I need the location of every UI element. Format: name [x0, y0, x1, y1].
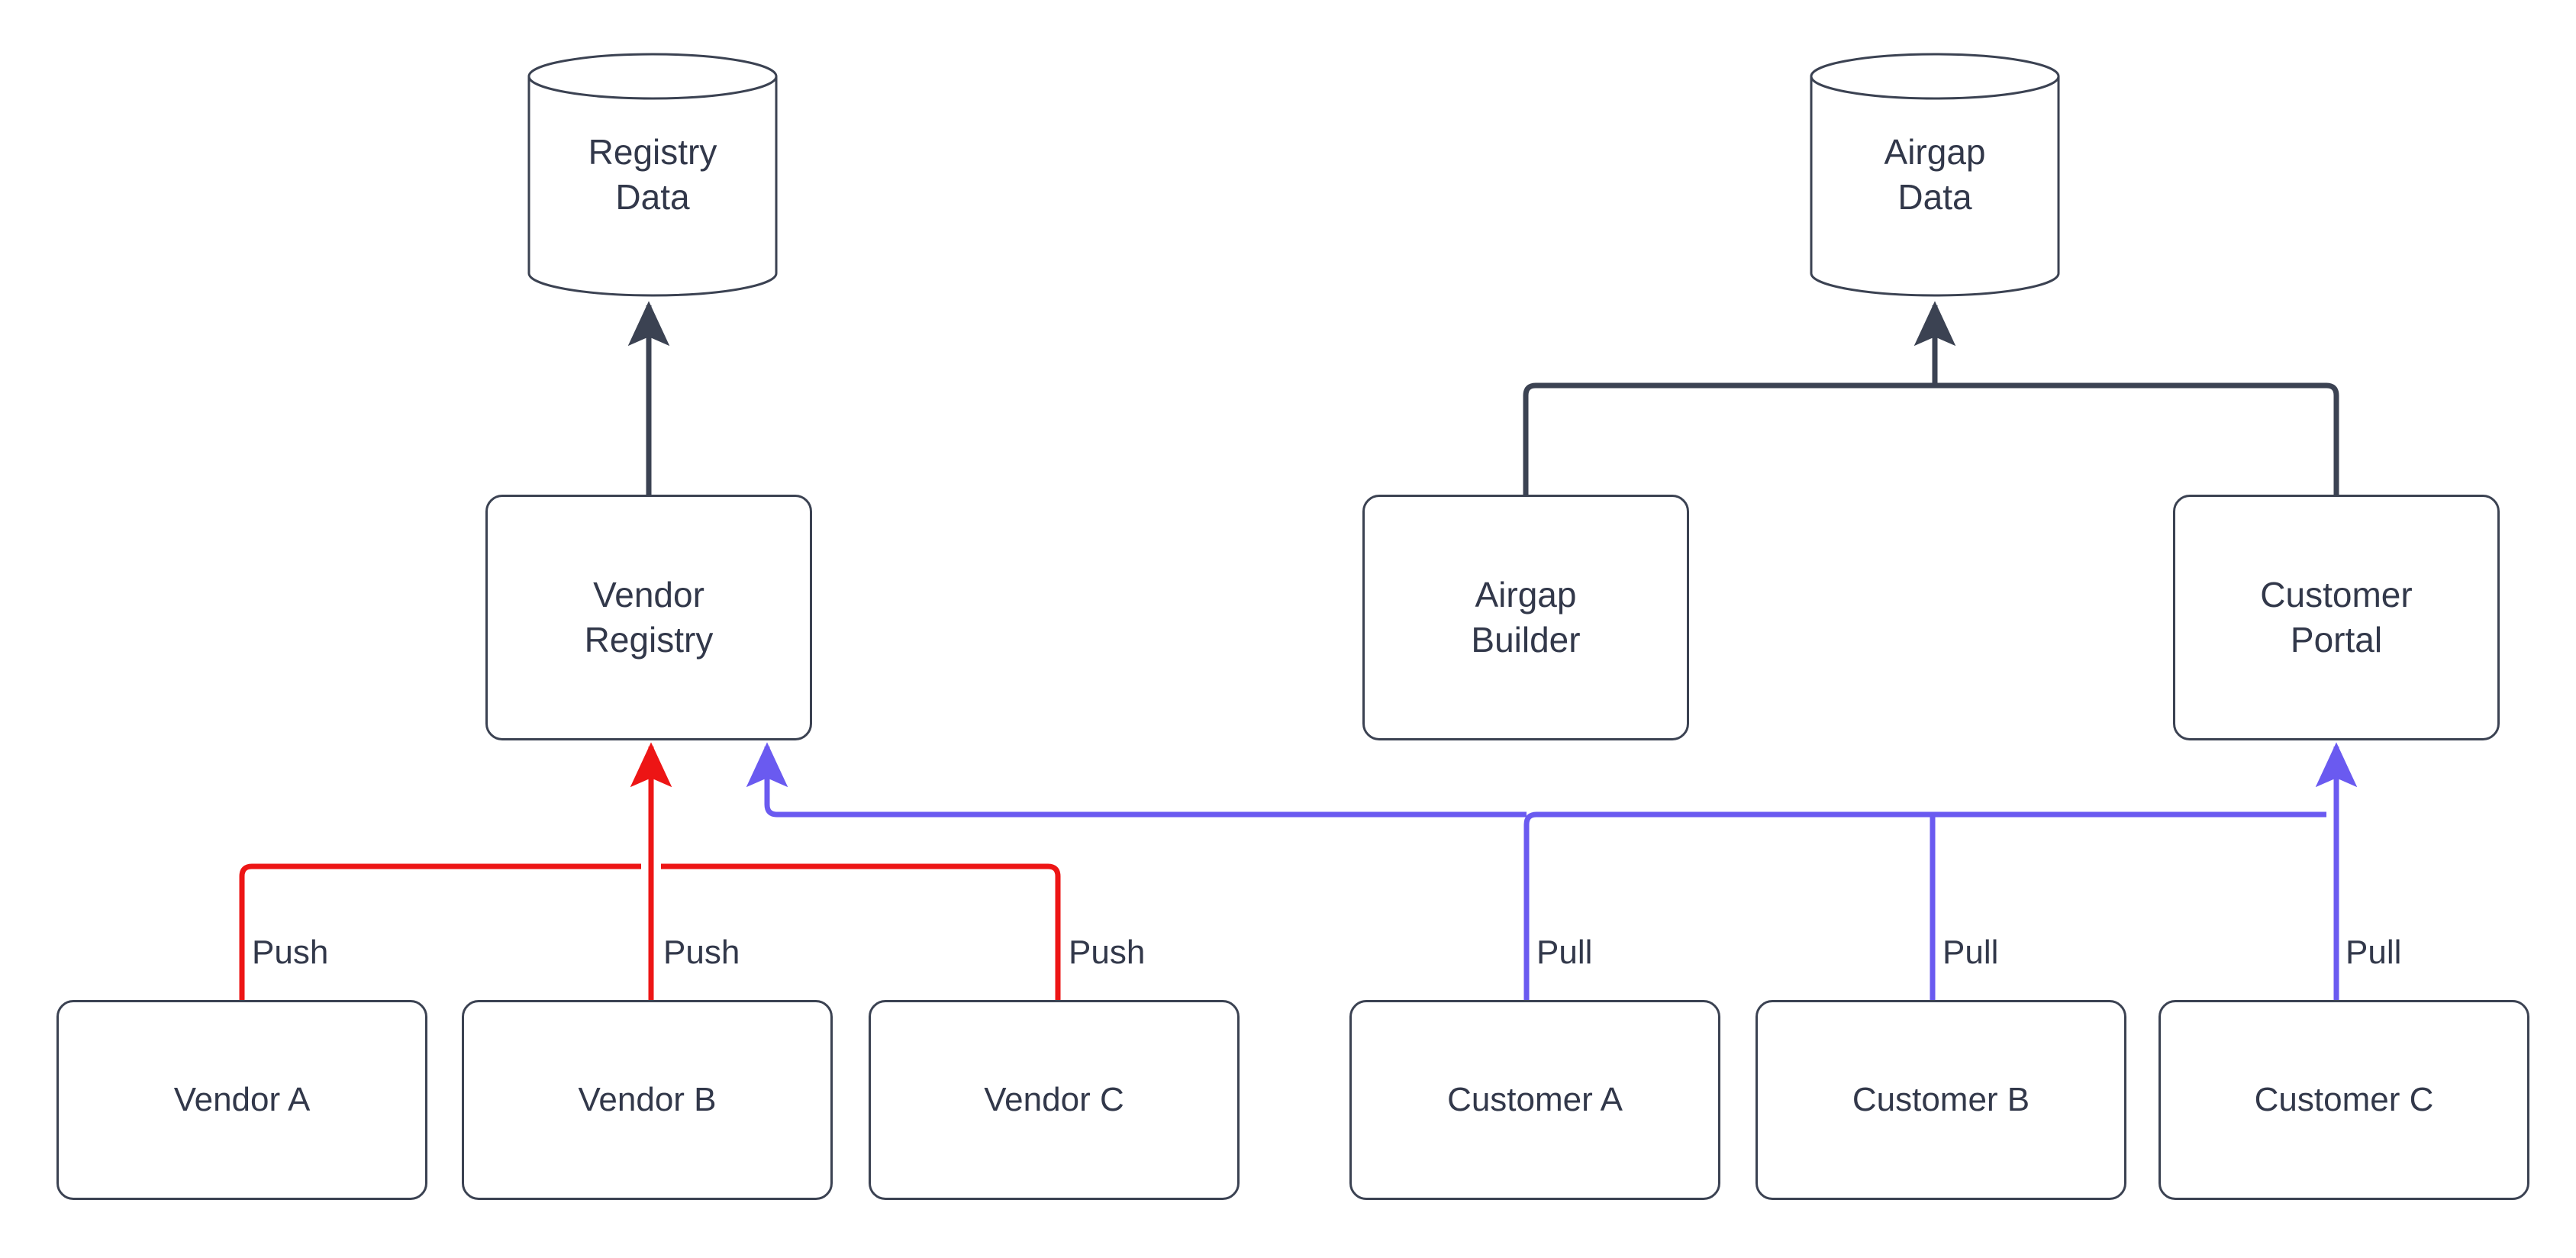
- registry-data-label: Registry Data: [588, 132, 717, 217]
- vendor-b-label: Vendor B: [578, 1080, 717, 1118]
- vendor-a-node[interactable]: Vendor A: [56, 1000, 427, 1200]
- customer-c-node[interactable]: Customer C: [2158, 1000, 2529, 1200]
- cylinder-shape: [1810, 53, 2060, 297]
- vendor-registry-label: Vendor Registry: [584, 575, 714, 660]
- vendor-registry-node[interactable]: Vendor Registry: [485, 495, 812, 740]
- connector-pull-branch-to-vendor-registry: [746, 742, 1527, 818]
- customer-a-node[interactable]: Customer A: [1349, 1000, 1720, 1200]
- customer-c-label: Customer C: [2254, 1080, 2434, 1118]
- edge-label-push-vendor-a: Push: [252, 934, 329, 971]
- connector-customer-a-pull: [1523, 811, 2326, 1000]
- customer-a-label: Customer A: [1447, 1080, 1623, 1118]
- customer-portal-node[interactable]: Customer Portal: [2173, 495, 2500, 740]
- edge-label-pull-customer-c: Pull: [2345, 934, 2402, 971]
- registry-data-store[interactable]: Registry Data: [527, 52, 779, 298]
- edge-label-pull-customer-a: Pull: [1536, 934, 1593, 971]
- cylinder-shape: [527, 53, 778, 297]
- airgap-builder-node[interactable]: Airgap Builder: [1362, 495, 1689, 740]
- airgap-data-label: Airgap Data: [1884, 132, 1986, 217]
- customer-b-label: Customer B: [1852, 1080, 2030, 1118]
- airgap-data-store[interactable]: Airgap Data: [1809, 52, 2061, 298]
- airgap-builder-label: Airgap Builder: [1471, 575, 1581, 660]
- vendor-c-node[interactable]: Vendor C: [869, 1000, 1240, 1200]
- vendor-c-label: Vendor C: [984, 1080, 1124, 1118]
- edge-label-push-vendor-c: Push: [1069, 934, 1146, 971]
- vendor-b-node[interactable]: Vendor B: [462, 1000, 833, 1200]
- customer-portal-label: Customer Portal: [2260, 575, 2413, 660]
- edge-label-pull-customer-b: Pull: [1942, 934, 1999, 971]
- customer-b-node[interactable]: Customer B: [1755, 1000, 2126, 1200]
- vendor-a-label: Vendor A: [173, 1080, 311, 1118]
- edge-label-push-vendor-b: Push: [663, 934, 740, 971]
- connector-customer-portal-to-airgap-data: [1935, 382, 2339, 495]
- connector-airgap-builder-to-airgap-data: [1523, 382, 1935, 495]
